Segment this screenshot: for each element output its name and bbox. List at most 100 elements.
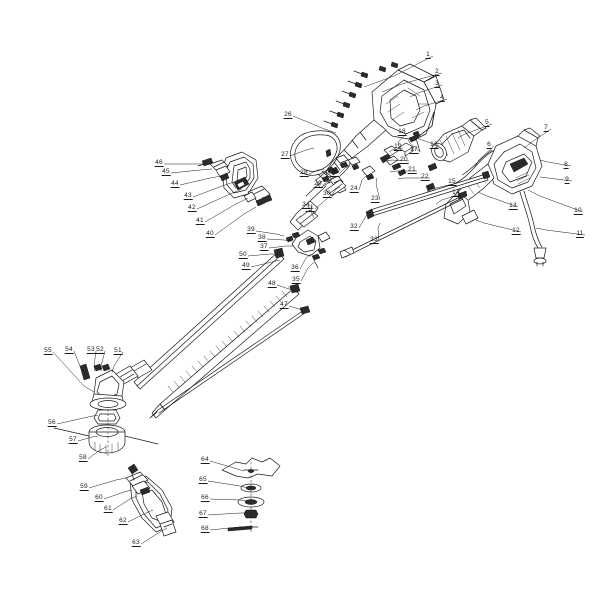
leader-line	[112, 498, 131, 511]
callout-number: 44	[170, 180, 180, 188]
callout-number: 54	[64, 346, 74, 354]
leader-line	[545, 229, 586, 236]
callout-number: 41	[195, 217, 205, 225]
leader-line	[415, 137, 423, 141]
leader-line	[539, 195, 584, 213]
leader-line	[209, 526, 241, 531]
callout-number: 31	[305, 204, 315, 212]
leader-line	[415, 105, 425, 111]
leader-line	[473, 159, 480, 169]
leader-line	[204, 203, 237, 223]
callout-number: 23	[370, 195, 380, 203]
leader-line	[100, 350, 106, 367]
leader-line	[407, 139, 411, 144]
leader-line	[52, 351, 85, 387]
leader-line	[56, 416, 89, 425]
leader-line	[145, 509, 154, 514]
leader-line	[441, 193, 462, 201]
leader-line	[207, 512, 241, 516]
callout-number: 16	[429, 141, 439, 149]
callout-number: 27	[280, 151, 290, 159]
leader-line	[363, 75, 395, 88]
callout-number: 15	[447, 178, 457, 186]
leader-line	[239, 485, 249, 489]
leader-line	[79, 365, 85, 372]
callout-number: 46	[154, 159, 164, 167]
callout-number: 35	[291, 276, 301, 284]
leader-line	[409, 92, 419, 98]
leader-line	[477, 191, 488, 197]
callout-number: 11	[575, 230, 585, 238]
leader-line	[99, 446, 107, 451]
callout-number: 26	[283, 111, 293, 119]
leader-line	[397, 177, 405, 180]
leader-line	[77, 436, 93, 442]
leader-line	[358, 179, 363, 191]
gear-head-group	[53, 359, 159, 456]
blade-stack-group	[221, 457, 281, 532]
leader-line	[377, 227, 380, 242]
leader-line	[291, 289, 299, 294]
callout-number: 67	[198, 510, 208, 518]
leader-line	[93, 365, 96, 372]
callout-number: 37	[259, 243, 269, 251]
leader-line	[385, 159, 393, 162]
leader-line	[322, 179, 331, 186]
callout-number: 43	[183, 192, 193, 200]
leader-line	[375, 177, 378, 185]
leader-line	[221, 181, 235, 187]
leader-line	[209, 175, 223, 179]
leader-line	[314, 195, 331, 210]
leader-line	[457, 133, 466, 139]
callout-number: 6	[486, 141, 492, 149]
leader-line	[159, 527, 168, 533]
leader-line	[123, 489, 133, 493]
callout-number: 14	[451, 189, 461, 197]
leader-line	[338, 167, 346, 175]
leader-line	[209, 460, 235, 469]
leader-line	[486, 195, 519, 208]
leader-line	[393, 55, 434, 77]
leader-line	[377, 222, 381, 229]
callout-number: 29	[313, 180, 323, 188]
leader-line	[435, 199, 443, 205]
callout-number: 1	[425, 51, 431, 59]
leader-line	[207, 480, 241, 487]
callout-number: 30	[322, 190, 332, 198]
leader-line	[247, 253, 271, 257]
callout-number: 33	[369, 236, 379, 244]
leader-line	[539, 176, 549, 179]
leader-line	[235, 197, 249, 205]
leader-line	[214, 213, 245, 236]
callout-number: 45	[161, 168, 171, 176]
callout-number: 4	[439, 94, 445, 102]
leader-line	[305, 147, 315, 151]
leader-line	[397, 140, 400, 146]
leader-line	[103, 491, 125, 500]
switch-hardware-group	[335, 130, 438, 201]
callout-number: 28	[299, 169, 309, 177]
leader-line	[547, 177, 573, 182]
callout-number: 49	[241, 262, 251, 270]
callout-number: 20	[399, 156, 409, 164]
leader-line	[307, 261, 315, 269]
leader-line	[435, 182, 458, 189]
leader-line	[299, 257, 307, 270]
leader-line	[295, 307, 303, 311]
callout-number: 2	[434, 68, 440, 76]
leader-line	[423, 98, 448, 107]
leader-line	[331, 188, 337, 196]
leader-line	[547, 161, 572, 167]
leader-line	[192, 185, 223, 198]
callout-number: 21	[407, 166, 417, 174]
callout-number: 56	[47, 419, 57, 427]
callout-number: 51	[113, 347, 123, 355]
leader-line	[83, 385, 95, 393]
leader-line	[523, 141, 533, 149]
leader-line	[179, 177, 211, 186]
leader-line	[311, 213, 315, 219]
callout-number: 12	[511, 227, 521, 235]
leader-line	[401, 72, 443, 85]
callout-number: 9	[564, 176, 570, 184]
